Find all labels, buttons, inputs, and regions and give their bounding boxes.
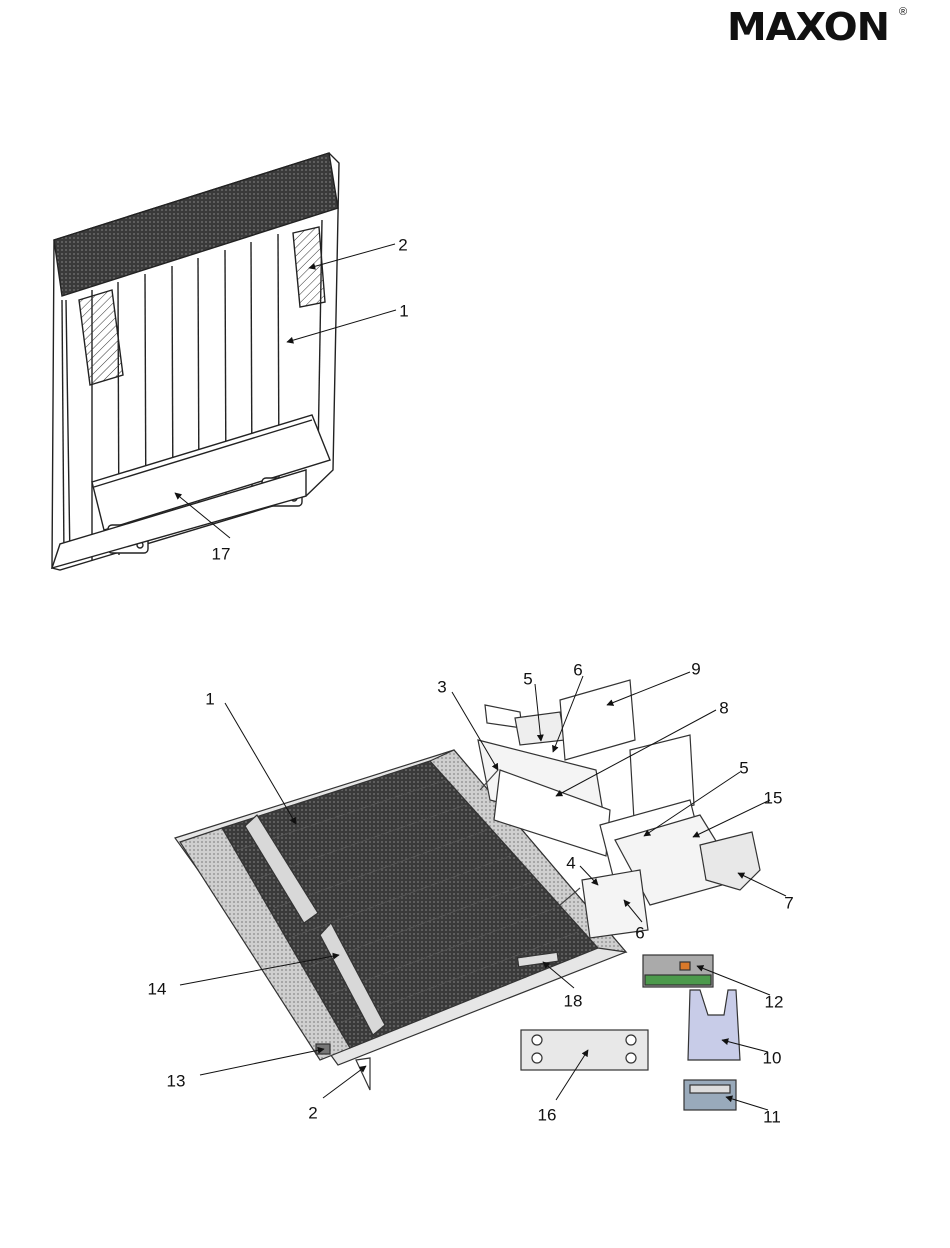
exploded-callout-number-9: 6	[635, 923, 644, 942]
exploded-callout-number-13: 12	[765, 992, 784, 1011]
exploded-callout-number-7: 15	[764, 788, 783, 807]
exploded-callout-number-11: 14	[148, 979, 167, 998]
exploded-callout-number-5: 8	[719, 698, 728, 717]
exploded-callout-number-4: 9	[691, 659, 700, 678]
exploded-callout-leader-16	[323, 1066, 366, 1098]
top-callout-number-0: 2	[398, 235, 407, 254]
exploded-callout-number-8: 4	[566, 853, 575, 872]
exploded-callout-leader-7	[693, 800, 770, 837]
exploded-callout-number-12: 18	[564, 991, 583, 1010]
exploded-callout-number-3: 6	[573, 660, 582, 679]
platform-upright-view	[52, 153, 339, 570]
exploded-callout-number-0: 1	[205, 689, 214, 708]
exploded-callout-number-15: 13	[167, 1071, 186, 1090]
exploded-callout-number-6: 5	[739, 758, 748, 777]
exploded-callout-number-14: 10	[763, 1048, 782, 1067]
exploded-callout-number-17: 16	[538, 1105, 557, 1124]
top-callout-number-2: 17	[212, 544, 231, 563]
platform-exploded-view	[175, 680, 760, 1110]
top-callout-number-1: 1	[399, 301, 408, 320]
exploded-callout-leader-0	[225, 703, 296, 824]
exploded-callout-number-10: 7	[784, 893, 793, 912]
exploded-callout-number-18: 11	[763, 1107, 781, 1126]
exploded-callout-number-1: 3	[437, 677, 446, 696]
exploded-callout-leader-15	[200, 1049, 324, 1075]
exploded-callout-number-16: 2	[308, 1103, 317, 1122]
exploded-callout-number-2: 5	[523, 669, 532, 688]
